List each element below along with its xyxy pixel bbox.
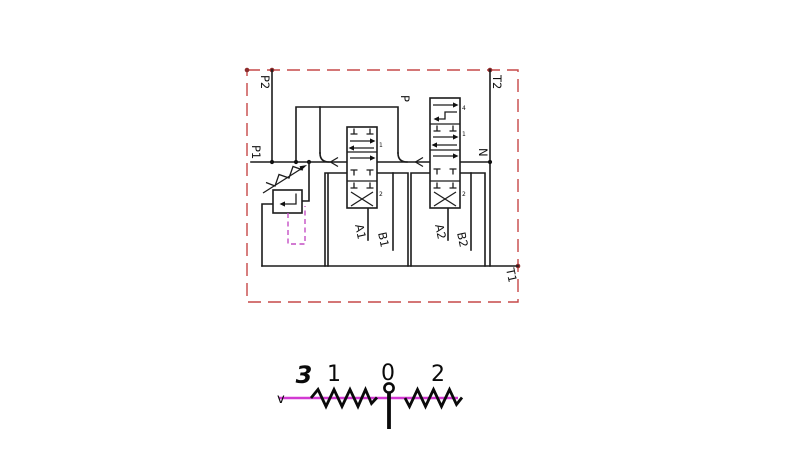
- relief-flow-arrowhead: [279, 201, 285, 207]
- valve2-section-lines: [430, 123, 460, 182]
- adjust-arrowhead: [299, 165, 307, 171]
- valve1-pos-marker: 1: [379, 142, 383, 149]
- check-valves: [329, 156, 424, 168]
- legend-position-1: 1: [327, 362, 341, 387]
- hook-arc-2: [397, 152, 408, 163]
- cross-flow-icon: [433, 191, 457, 207]
- junction-dot: [487, 159, 493, 165]
- arrowhead: [433, 116, 439, 122]
- blocked-port-icon: [433, 182, 457, 189]
- port-labels: P2 P1 T2 N P T1 A1 B1 A2 B2: [249, 74, 520, 284]
- valve1-pos-marker: 2: [379, 191, 383, 198]
- valve1-body: [346, 126, 378, 209]
- boundary-rect: [246, 69, 519, 303]
- port-label-p1: P1: [249, 145, 263, 159]
- port-label-n: N: [476, 148, 490, 157]
- check-mark-v: v: [277, 392, 285, 407]
- relief-supply-line: [301, 161, 310, 202]
- port-label-t2: T2: [490, 74, 504, 89]
- blocked-port-icon: [433, 125, 457, 132]
- cross-flow-icon: [350, 191, 374, 207]
- legend-position-0: 0: [381, 361, 395, 386]
- left-spring-icon: [309, 385, 379, 410]
- blocked-port-icon: [350, 169, 374, 176]
- float-path: [439, 111, 457, 120]
- relief-spring-icon: [265, 165, 304, 187]
- port-label-p: P: [398, 95, 412, 102]
- port-label-b1: B1: [375, 231, 392, 249]
- arrowhead: [453, 153, 459, 159]
- arrowhead: [348, 145, 354, 151]
- port-label-b2: B2: [454, 231, 471, 249]
- spool-valve-1: 1 2: [346, 126, 383, 209]
- position-legend: 3 1 0 2 v: [277, 361, 464, 429]
- arrowhead: [431, 142, 437, 148]
- legend-position-3: 3: [296, 361, 313, 389]
- valve2-pos-marker: 1: [462, 131, 466, 138]
- port-label-p2: P2: [258, 75, 272, 89]
- check-valve-icon: [414, 156, 424, 168]
- blocked-port-icon: [433, 168, 457, 175]
- circuit-lines: [250, 69, 519, 267]
- junction-dot: [269, 159, 275, 165]
- adjust-arrow: [262, 166, 305, 194]
- spool-valve-2: 4 1 2: [429, 97, 466, 209]
- blocked-port-icon: [350, 128, 374, 135]
- valve2-pos-marker: 2: [462, 191, 466, 198]
- port-label-t1: T1: [503, 266, 520, 284]
- supply-loop: [295, 106, 399, 163]
- hook-arc-1: [319, 152, 330, 163]
- relief-valve-body: [272, 189, 303, 214]
- legend-position-2: 2: [431, 362, 445, 387]
- junction-dot: [293, 159, 299, 165]
- arrowhead: [370, 155, 376, 161]
- right-spring-icon: [403, 386, 464, 410]
- port-label-a1: A1: [352, 223, 369, 241]
- blocked-port-icon: [350, 182, 374, 189]
- arrowhead: [453, 134, 459, 140]
- relief-drain-line: [261, 203, 274, 267]
- valve1-section-lines: [347, 151, 377, 182]
- valve2-pos-marker: 4: [462, 105, 466, 112]
- port-label-a2: A2: [432, 223, 449, 241]
- arrowhead: [370, 138, 376, 144]
- anchor-dot: [244, 67, 250, 73]
- dashed-boundary: [244, 67, 521, 303]
- check-valve-icon: [329, 156, 339, 168]
- relief-flow-path: [285, 193, 297, 205]
- relief-valve: [261, 161, 310, 267]
- lever-knob-icon: [383, 382, 395, 394]
- arrowhead: [453, 102, 459, 108]
